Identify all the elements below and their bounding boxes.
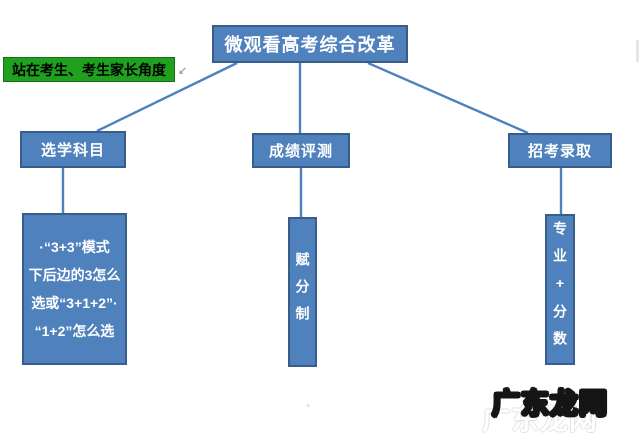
connector-root-to-subject-choice [96,61,238,133]
stray-pen-mark: 、 [306,397,317,409]
root-node-title: 微观看高考综合改革 [212,25,408,63]
branch-node-subject-choice: 选学科目 [20,131,126,168]
detail-node-scoring-system: 赋分制 [288,217,317,367]
paragraph-return-mark: ↙ [178,65,188,77]
detail-node-major-plus-score: 专业+分数 [545,214,575,365]
scoring-vertical-text: 赋分制 [294,251,311,333]
detail-line-3: 选或“3+1+2”· [31,295,118,311]
branch-node-score-evaluation: 成绩评测 [252,133,350,168]
detail-line-1: ·“3+3”模式 [39,239,110,255]
detail-line-4: “1+2”怎么选 [34,323,115,339]
detail-node-subject-choice: ·“3+3”模式 下后边的3怎么 选或“3+1+2”· “1+2”怎么选 [22,213,127,365]
connector-root-to-admission [367,61,529,135]
page-edge-artifact [636,40,639,62]
watermark-echo: 广东龙网 [482,404,599,435]
admission-vertical-text: 专业+分数 [552,221,568,358]
branch-node-admission: 招考录取 [508,133,612,168]
perspective-note: 站在考生、考生家长角度 [3,57,175,82]
site-watermark: 广东龙网 [491,387,609,420]
detail-line-2: 下后边的3怎么 [28,267,121,283]
